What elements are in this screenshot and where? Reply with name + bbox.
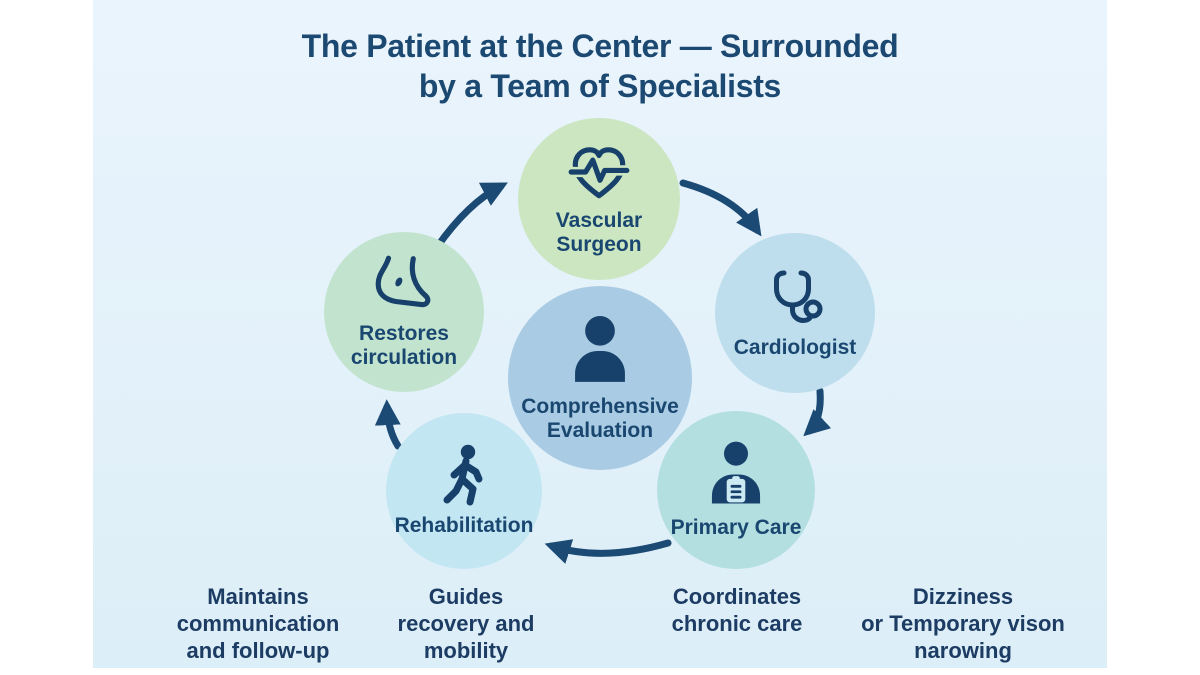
node-label: Restores circulation — [350, 321, 458, 369]
node-label: Comprehensive Evaluation — [521, 394, 679, 442]
node-label: Cardiologist — [733, 335, 857, 359]
walking-person-icon — [443, 444, 483, 506]
caption-coordinates-chronic-care: Coordinates chronic care — [671, 584, 803, 636]
caption-guides-recovery: Guides recovery and mobility — [397, 584, 535, 663]
page-title: The Patient at the Center — Surrounded b… — [301, 28, 899, 104]
caption-dizziness-vision: Dizziness or Temporary vison narowing — [861, 584, 1065, 663]
node-primary-care: Primary Care — [657, 411, 815, 569]
node-cardiologist: Cardiologist — [715, 233, 875, 393]
node-restores-circulation: Restores circulation — [324, 232, 484, 392]
stethoscope-icon — [774, 270, 823, 323]
node-vascular-surgeon: Vascular Surgeon — [518, 118, 680, 280]
foot-icon — [375, 255, 431, 308]
node-label: Vascular Surgeon — [555, 208, 643, 256]
node-comprehensive-evaluation: Comprehensive Evaluation — [508, 286, 692, 470]
node-label: Primary Care — [670, 515, 802, 539]
patient-person-icon — [575, 315, 625, 382]
node-label: Rehabilitation — [394, 513, 534, 537]
heart-pulse-icon — [566, 147, 632, 199]
node-rehabilitation: Rehabilitation — [386, 413, 542, 569]
clinician-clipboard-icon — [711, 441, 761, 504]
caption-maintains-communication: Maintains communication and follow-up — [176, 584, 340, 663]
